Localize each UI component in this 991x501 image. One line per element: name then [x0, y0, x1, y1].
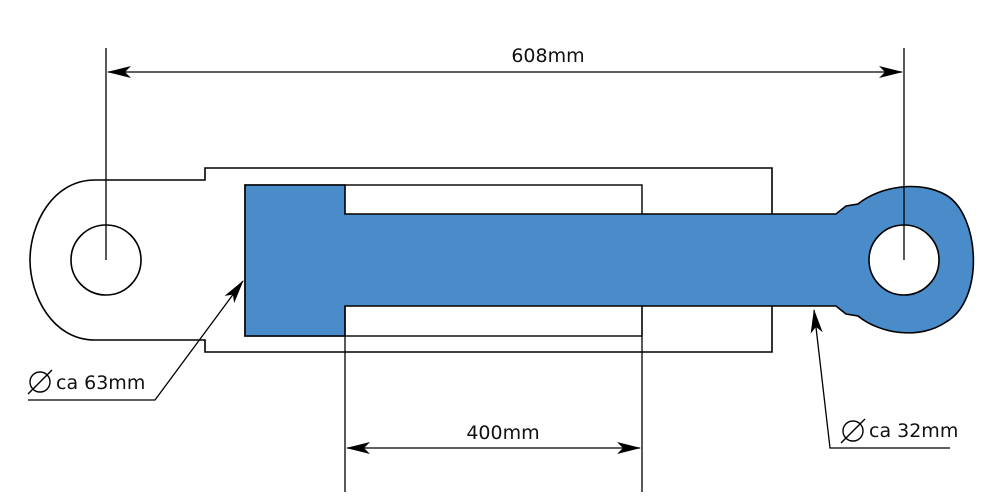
cylinder-diameter-label: ca 63mm [56, 372, 145, 394]
rod-diameter-leader [810, 309, 950, 449]
overall-length-label: 608mm [511, 45, 584, 67]
rod-diameter-label: ca 32mm [869, 420, 958, 442]
cylinder-diameter-leader [28, 280, 244, 401]
diameter-symbol-icon [27, 369, 53, 395]
piston-rod [244, 184, 975, 337]
stroke-length-label: 400mm [466, 422, 539, 444]
diameter-symbol-icon [840, 418, 866, 444]
